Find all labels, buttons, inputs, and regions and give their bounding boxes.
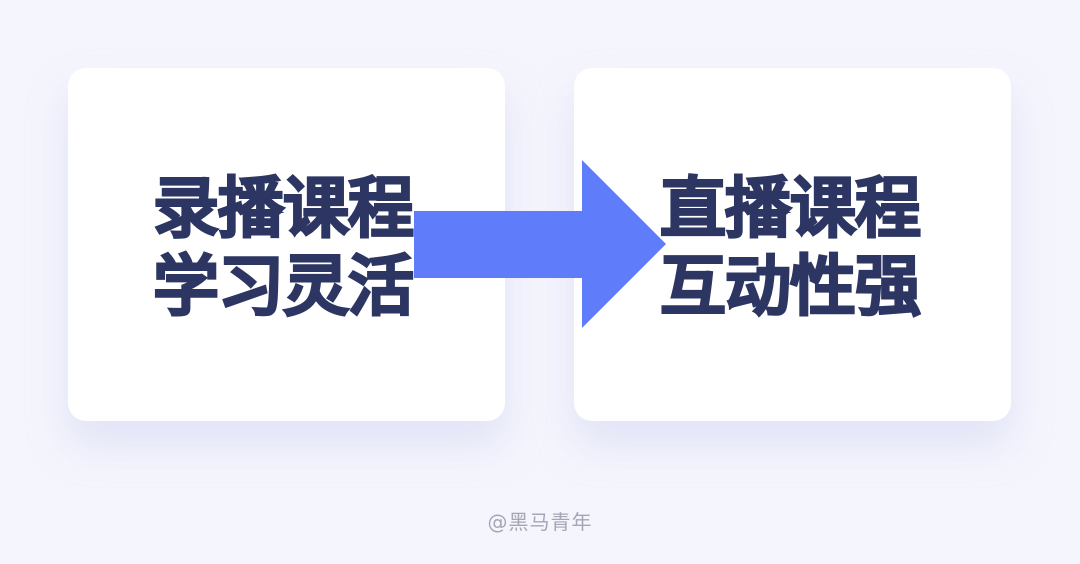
live-course-text: 直播课程 互动性强 xyxy=(659,169,922,326)
recorded-course-title: 录播课程 xyxy=(152,169,415,248)
live-course-feature: 互动性强 xyxy=(659,247,922,326)
watermark: @黑马青年 xyxy=(487,510,593,534)
recorded-course-text: 录播课程 学习灵活 xyxy=(152,169,415,326)
recorded-course-feature: 学习灵活 xyxy=(152,247,415,326)
live-course-title: 直播课程 xyxy=(659,169,922,248)
